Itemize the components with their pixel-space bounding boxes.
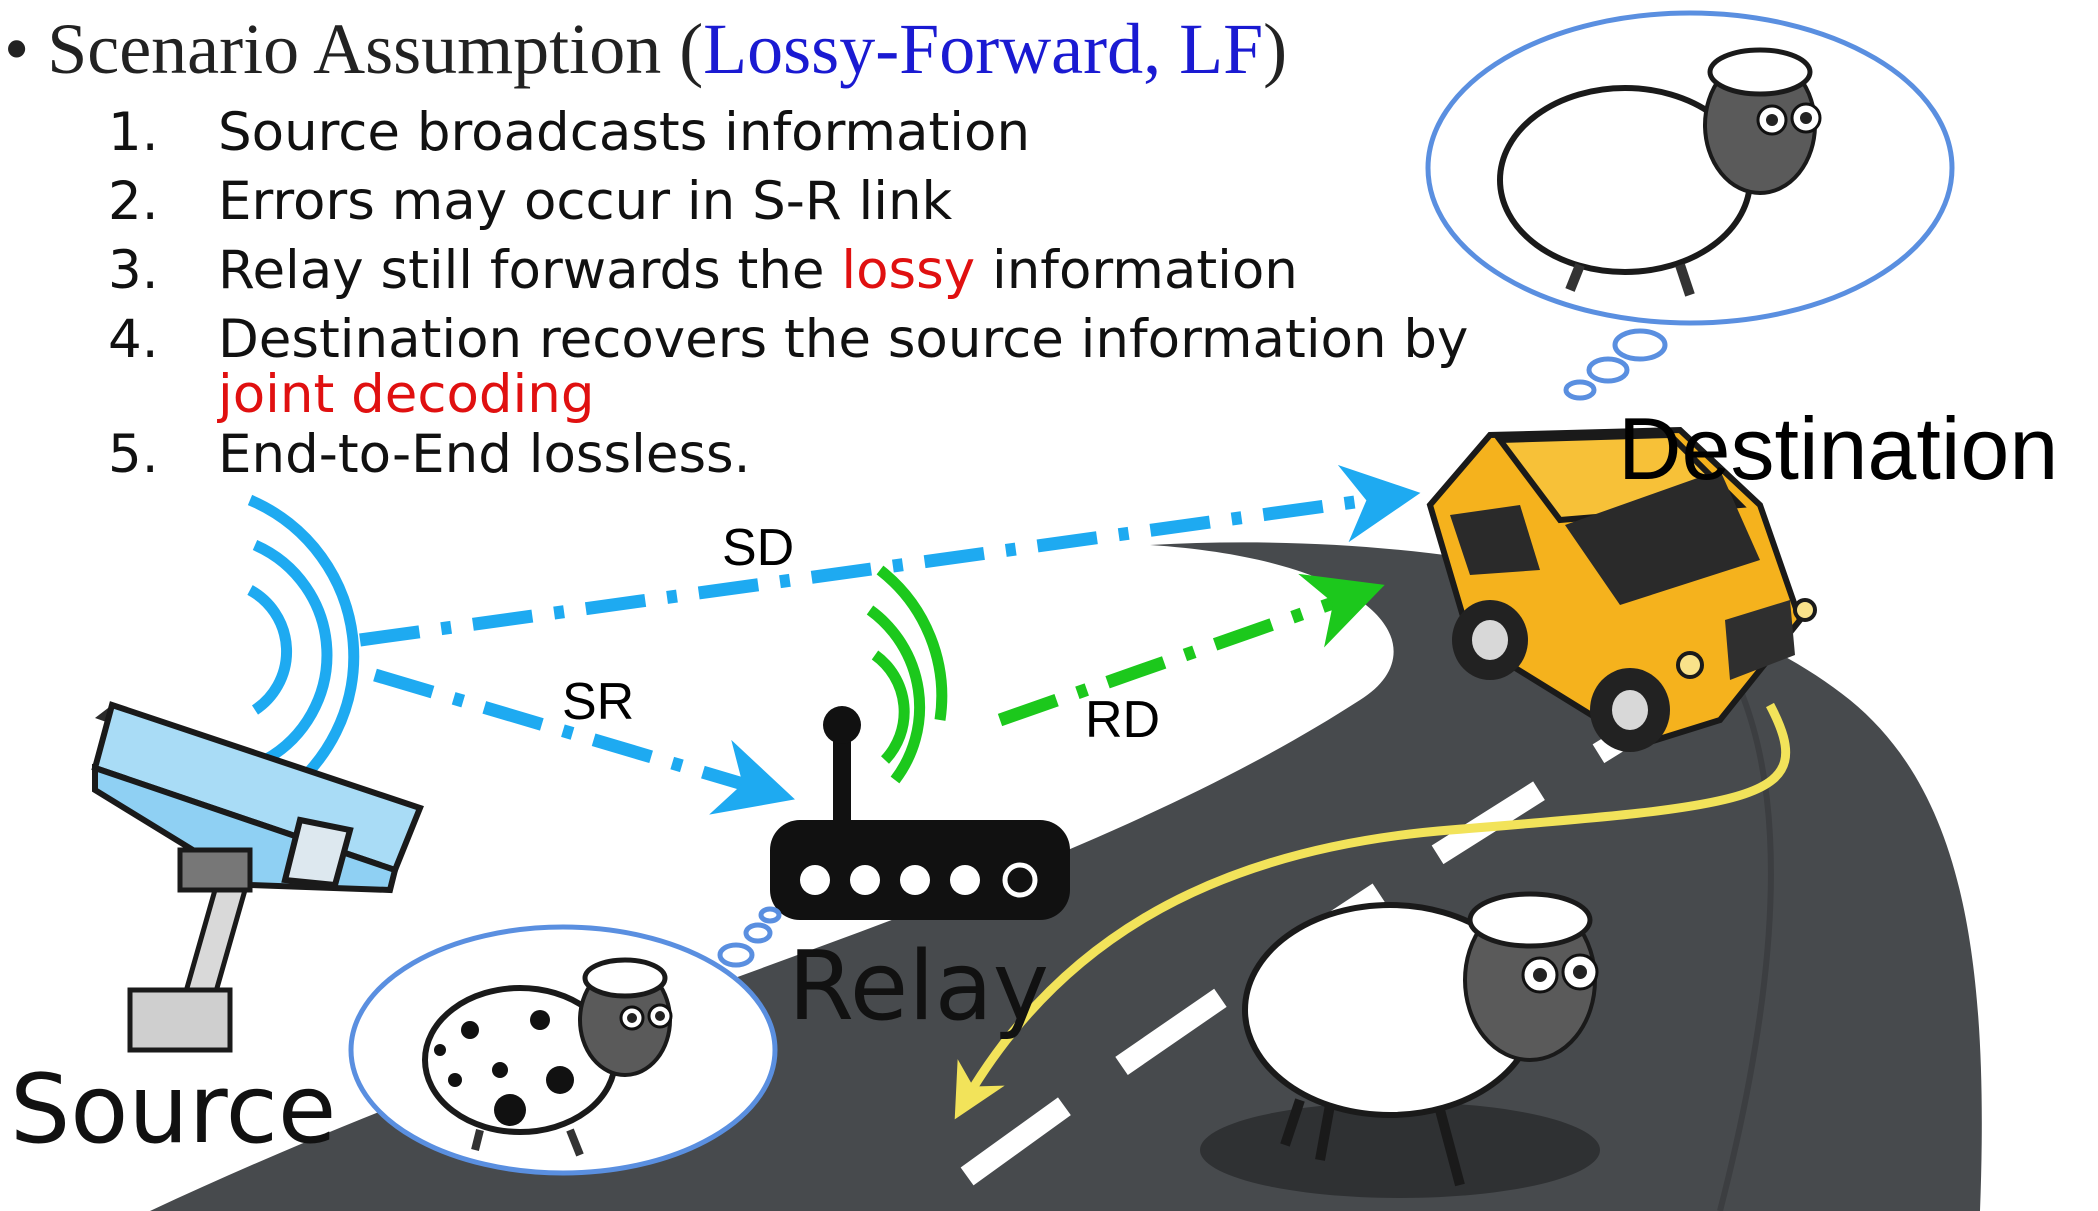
recovery-arrow — [954, 702, 1791, 1120]
step-5: 5. End-to-End lossless. — [108, 420, 1468, 489]
step-text: Relay still forwards the lossy informati… — [218, 236, 1298, 305]
sd-link-label: SD — [722, 519, 795, 577]
step-number: 1. — [108, 102, 159, 163]
title-prefix: Scenario Assumption ( — [47, 9, 704, 89]
step-4: 4. Destination recovers the source infor… — [108, 305, 1468, 422]
step-text: End-to-End lossless. — [218, 424, 751, 485]
step-3: 3. Relay still forwards the lossy inform… — [108, 236, 1468, 305]
lossy-sheep-icon — [422, 957, 673, 1157]
step-number: 5. — [108, 424, 159, 485]
slide-title: • Scenario Assumption (Lossy-Forward, LF… — [4, 8, 1287, 91]
step-text: Source broadcasts information — [218, 102, 1031, 163]
steps-list: 1. Source broadcasts information 2. Erro… — [108, 98, 1468, 489]
step-text: Destination recovers the source informat… — [218, 309, 1469, 370]
step-text-emphasis: joint decoding — [218, 364, 595, 425]
step-number: 4. — [108, 309, 159, 370]
step-text-post: information — [975, 240, 1298, 301]
title-suffix: ) — [1263, 9, 1288, 89]
step-text-pre: Relay still forwards the — [218, 240, 842, 301]
step-text-block: Destination recovers the source informat… — [218, 305, 1468, 422]
step-number: 3. — [108, 240, 159, 301]
step-text: Errors may occur in S-R link — [218, 171, 953, 232]
car-icon — [1426, 426, 1817, 752]
camera-icon — [91, 494, 424, 1053]
step-number: 2. — [108, 171, 159, 232]
destination-label: Destination — [1618, 399, 2059, 498]
title-highlight: Lossy-Forward, LF — [703, 9, 1264, 89]
step-text-emphasis: lossy — [841, 240, 976, 301]
sheep-icon — [1497, 47, 1822, 297]
step-1: 1. Source broadcasts information — [108, 98, 1468, 167]
rd-link-label: RD — [1085, 691, 1161, 749]
step-2: 2. Errors may occur in S-R link — [108, 167, 1468, 236]
source-label: Source — [10, 1055, 337, 1165]
road-sheep-icon — [1200, 891, 1600, 1198]
relay-label: Relay — [788, 932, 1050, 1042]
title-bullet: • — [4, 9, 30, 89]
rd-link-arrow — [997, 573, 1385, 727]
router-icon — [770, 565, 1070, 920]
destination-thought-bubble — [1425, 10, 1955, 401]
sr-link-label: SR — [562, 673, 635, 731]
sr-link-arrow — [373, 668, 795, 815]
relay-thought-bubble — [348, 906, 782, 1176]
